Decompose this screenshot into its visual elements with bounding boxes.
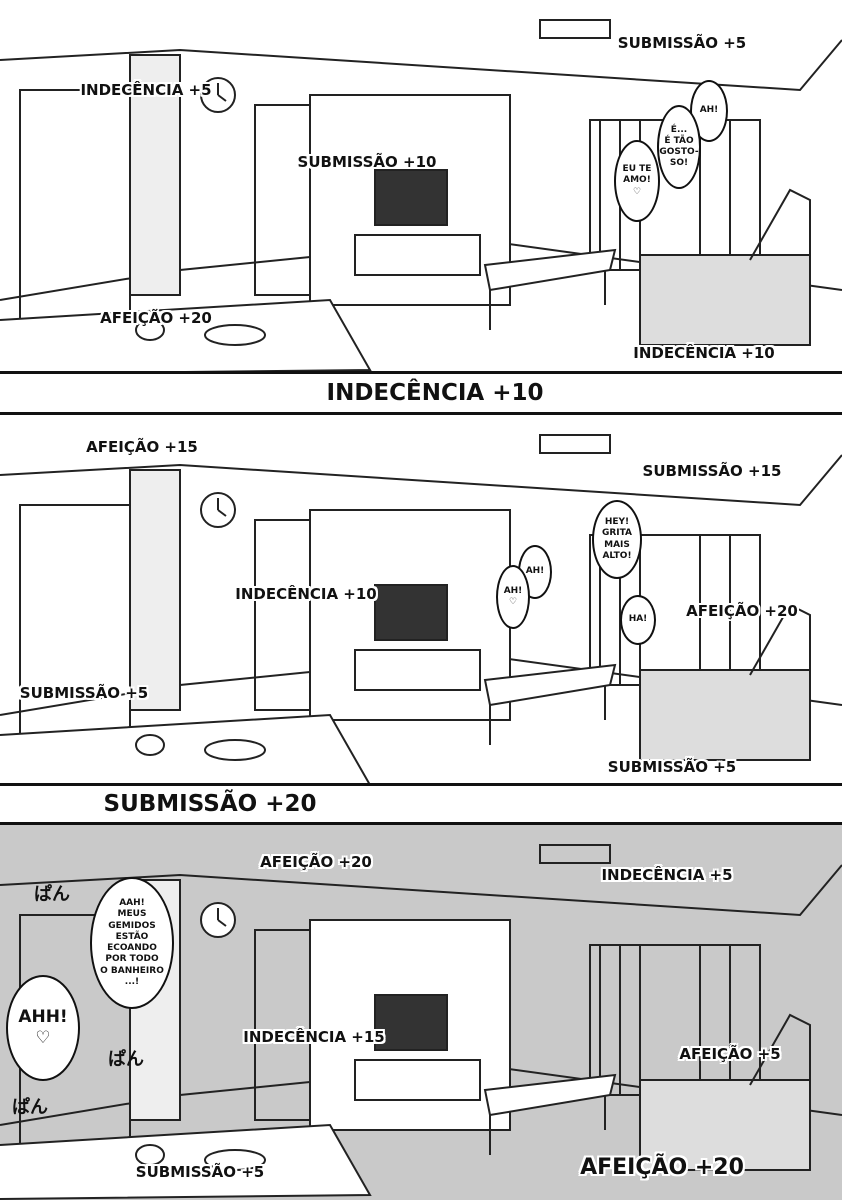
stat-label: AFEIÇÃO +20 — [580, 1155, 744, 1180]
stat-label: INDECÊNCIA +5 — [601, 866, 733, 884]
stat-label: SUBMISSÃO +5 — [617, 34, 747, 52]
stat-label: AFEIÇÃO +20 — [100, 309, 212, 327]
stat-label: SUBMISSÃO +5 — [19, 684, 149, 702]
speech-bubble: HEY! GRITA MAIS ALTO! — [592, 500, 642, 579]
stat-label: SUBMISSÃO +5 — [607, 758, 737, 776]
room-illustration — [0, 844, 842, 1200]
stat-label: INDECÊNCIA +15 — [243, 1028, 385, 1046]
sound-effect: ぱん — [108, 1049, 144, 1070]
stat-label: AFEIÇÃO +15 — [86, 438, 198, 456]
caption-stat-2: SUBMISSÃO +20 — [95, 791, 325, 817]
speech-bubble: HA! — [620, 595, 656, 645]
room-illustration — [0, 19, 842, 371]
speech-bubble: É... É TÃO GOSTO- SO! — [657, 105, 701, 189]
speech-bubble: AH! ♡ — [496, 565, 530, 629]
stat-label: SUBMISSÃO +10 — [297, 153, 437, 171]
speech-bubble: AAH! MEUS GEMIDOS ESTÃO ECOANDO POR TODO… — [90, 877, 174, 1009]
room-illustration — [0, 434, 842, 783]
stat-label: SUBMISSÃO +5 — [135, 1163, 265, 1181]
stat-label: AFEIÇÃO +20 — [686, 602, 798, 620]
stat-label: INDECÊNCIA +10 — [633, 344, 775, 362]
stat-label: INDECÊNCIA +10 — [235, 585, 377, 603]
sound-effect: ぱん — [34, 884, 70, 905]
stat-label: SUBMISSÃO +15 — [642, 462, 782, 480]
speech-bubble: AHH! ♡ — [6, 975, 80, 1081]
speech-bubble: EU TE AMO! ♡ — [614, 140, 660, 222]
panel-2: HEY! GRITA MAIS ALTO! AH! AH! ♡ HA! AFEI… — [0, 412, 842, 786]
stat-label: INDECÊNCIA +5 — [80, 81, 212, 99]
panel-3: AHH! ♡ AAH! MEUS GEMIDOS ESTÃO ECOANDO P… — [0, 822, 842, 1200]
sound-effect: ぱん — [12, 1097, 48, 1118]
caption-gap-1: INDECÊNCIA +10 — [0, 374, 842, 412]
stat-label: AFEIÇÃO +5 — [679, 1045, 781, 1063]
caption-gap-2: SUBMISSÃO +20 — [0, 786, 842, 822]
panel-1: AH! É... É TÃO GOSTO- SO! EU TE AMO! ♡ S… — [0, 0, 842, 374]
stat-label: AFEIÇÃO +20 — [260, 853, 372, 871]
caption-stat-1: INDECÊNCIA +10 — [318, 380, 552, 406]
